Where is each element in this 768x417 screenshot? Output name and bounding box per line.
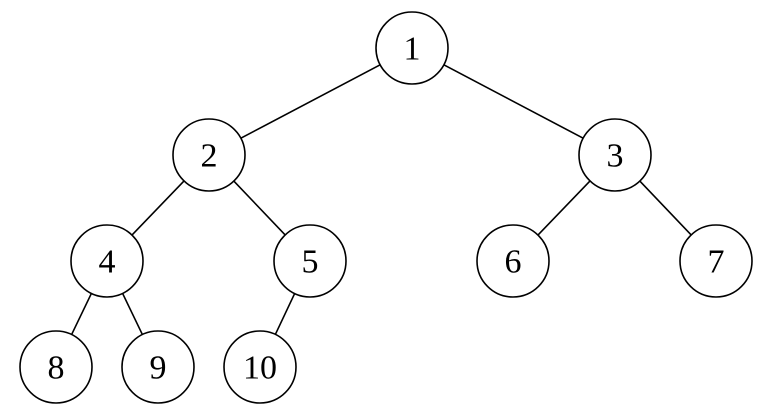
- node-circle: [679, 224, 753, 298]
- node-circle: [70, 224, 144, 298]
- edge-1-3: [443, 64, 584, 139]
- tree-node-7: 7: [679, 224, 753, 298]
- node-label: 9: [150, 350, 167, 387]
- tree-node-3: 3: [578, 118, 652, 192]
- tree-node-2: 2: [172, 118, 246, 192]
- node-label: 5: [302, 244, 319, 281]
- tree-node-8: 8: [19, 330, 93, 404]
- edge-3-7: [639, 180, 692, 236]
- tree-node-6: 6: [476, 224, 550, 298]
- tree-node-9: 9: [121, 330, 195, 404]
- tree-edges: [70, 64, 692, 335]
- node-circle: [223, 330, 297, 404]
- tree-node-10: 10: [223, 330, 297, 404]
- edge-5-10: [274, 293, 296, 335]
- edge-4-8: [70, 293, 93, 335]
- node-label: 4: [99, 244, 116, 281]
- node-circle: [19, 330, 93, 404]
- tree-nodes: 1 2 3 4 5 6 7 8 9 10: [19, 11, 753, 404]
- tree-node-4: 4: [70, 224, 144, 298]
- node-label: 2: [201, 138, 218, 175]
- node-label: 8: [48, 350, 65, 387]
- node-label: 10: [243, 350, 277, 387]
- edge-3-6: [537, 180, 591, 236]
- node-circle: [375, 11, 449, 85]
- node-label: 6: [505, 244, 522, 281]
- node-circle: [476, 224, 550, 298]
- node-circle: [121, 330, 195, 404]
- node-label: 3: [607, 138, 624, 175]
- tree-node-5: 5: [273, 224, 347, 298]
- edge-4-9: [121, 293, 144, 335]
- edge-2-4: [131, 180, 185, 236]
- node-circle: [578, 118, 652, 192]
- edge-2-5: [233, 180, 286, 236]
- node-label: 1: [404, 31, 421, 68]
- edge-1-2: [240, 64, 381, 139]
- node-circle: [273, 224, 347, 298]
- tree-node-1: 1: [375, 11, 449, 85]
- node-label: 7: [708, 244, 725, 281]
- node-circle: [172, 118, 246, 192]
